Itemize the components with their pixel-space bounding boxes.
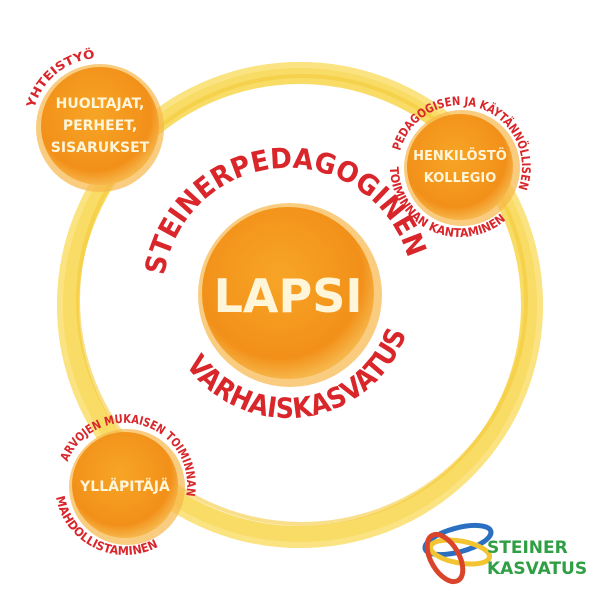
node-staff: HENKILÖSTÖ KOLLEGIO bbox=[404, 110, 520, 226]
node-staff-line: KOLLEGIO bbox=[424, 171, 497, 186]
center-label: LAPSI bbox=[214, 269, 363, 323]
logo-line2: KASVATUS bbox=[487, 559, 587, 579]
logo-line1: STEINER bbox=[487, 538, 568, 558]
outer-ring bbox=[57, 62, 543, 548]
node-family: HUOLTAJAT, PERHEET, SISARUKSET bbox=[36, 64, 164, 192]
center-circle: LAPSI bbox=[198, 203, 382, 387]
node-maintainer: YLLÄPITÄJÄ bbox=[69, 429, 185, 545]
node-family-line: SISARUKSET bbox=[51, 140, 150, 156]
node-family-line: PERHEET, bbox=[63, 118, 137, 134]
steiner-kasvatus-logo: STEINER KASVATUS bbox=[422, 522, 587, 585]
node-family-line: HUOLTAJAT, bbox=[56, 96, 145, 112]
node-staff-line: HENKILÖSTÖ bbox=[413, 148, 507, 164]
node-maintainer-line: YLLÄPITÄJÄ bbox=[79, 478, 170, 495]
